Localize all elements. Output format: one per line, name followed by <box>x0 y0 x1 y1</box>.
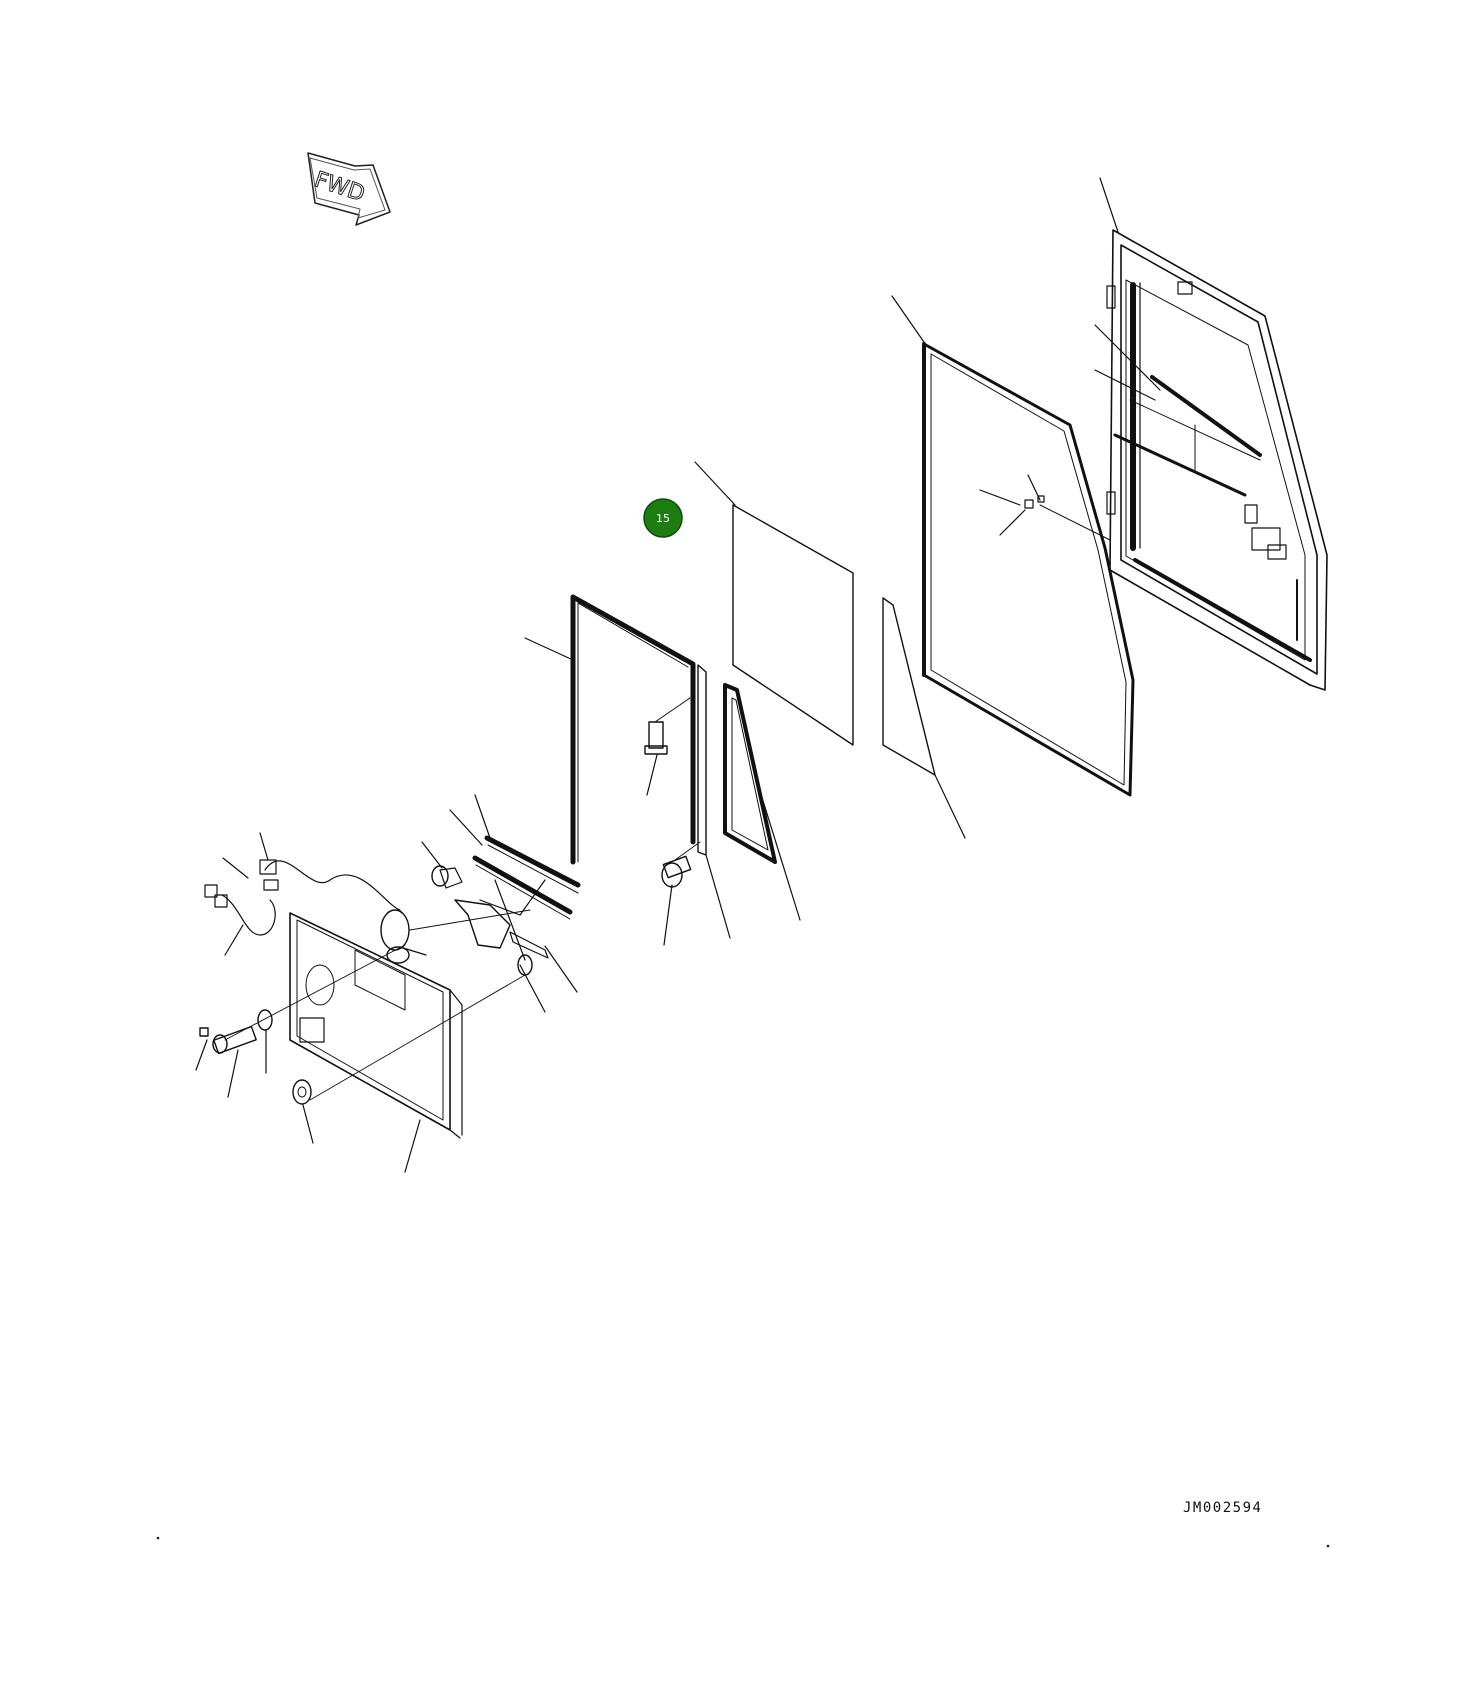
washer <box>257 1009 273 1031</box>
channel-seal <box>570 594 696 865</box>
vertical-strip <box>697 664 707 856</box>
bolt-upper <box>644 697 691 755</box>
screw-small <box>199 1027 209 1037</box>
fastener-window <box>1024 495 1111 541</box>
guide-rails <box>472 835 581 920</box>
drawing-reference-code: JM002594 <box>1183 1500 1263 1516</box>
door-frame <box>1106 229 1328 691</box>
bolt-hex <box>212 1025 257 1055</box>
regulator-motor <box>380 909 531 964</box>
window-regulator <box>431 865 549 961</box>
glass-pane <box>732 504 854 746</box>
callout-15-label: 15 <box>656 512 670 525</box>
bolt-lower <box>661 855 692 888</box>
door-inner-panel <box>289 912 463 1139</box>
callout-15[interactable]: 15 <box>643 498 683 538</box>
triangle-glass-right <box>882 597 936 776</box>
window-panel-large <box>922 342 1135 797</box>
nut-lower <box>292 1079 312 1105</box>
projection-lines <box>224 841 701 1101</box>
leader-lines <box>195 177 1161 1173</box>
triangle-seal-small <box>723 683 777 864</box>
fwd-arrow-icon <box>307 152 391 226</box>
wire-harness <box>204 859 401 936</box>
